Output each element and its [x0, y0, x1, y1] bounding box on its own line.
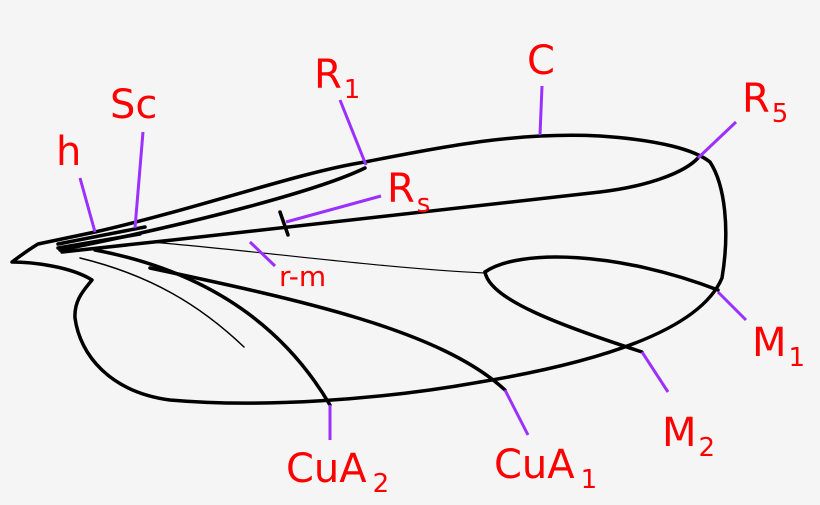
label-c: C — [527, 38, 555, 84]
vein-anal — [79, 257, 245, 348]
label-cua2-sub: 2 — [373, 469, 390, 499]
leader-cua1 — [503, 389, 530, 436]
label-rm: r-m — [279, 260, 326, 293]
wing-outline — [10, 133, 728, 405]
vein-cua2 — [93, 248, 332, 407]
crossvein-rs — [278, 210, 290, 237]
leader-h — [78, 177, 97, 233]
label-r5: R5 — [742, 76, 788, 129]
label-r5-sub: 5 — [772, 99, 789, 129]
vein-m2 — [483, 270, 644, 354]
label-cua1-sub: 1 — [581, 465, 598, 495]
vein-m1 — [483, 255, 720, 292]
leader-rm — [248, 240, 277, 268]
label-cua2-base: CuA — [286, 446, 367, 492]
vein-cua1 — [148, 266, 507, 392]
label-m1-base: M — [752, 320, 787, 366]
label-r1-base: R — [314, 52, 342, 98]
label-cua1-base: CuA — [494, 442, 575, 488]
label-r1: R1 — [314, 52, 360, 105]
label-rs: Rs — [387, 166, 430, 219]
leader-m1 — [716, 290, 748, 322]
label-sc: Sc — [110, 82, 157, 128]
vein-costa-base — [56, 225, 147, 246]
label-rs-sub: s — [417, 189, 431, 219]
vein-rm — [149, 241, 486, 274]
label-m2-base: M — [662, 410, 697, 456]
label-m1: M1 — [752, 320, 805, 373]
label-r5-base: R — [742, 76, 770, 122]
label-h: h — [56, 129, 81, 175]
vein-r1 — [58, 166, 367, 252]
label-m1-sub: 1 — [789, 343, 806, 373]
leader-r5 — [696, 120, 738, 160]
vein-rs — [60, 156, 700, 254]
leader-r1 — [338, 99, 368, 166]
label-m2: M2 — [662, 410, 715, 463]
leader-sc — [133, 131, 145, 229]
leader-m2 — [640, 351, 670, 393]
label-r1-sub: 1 — [344, 75, 361, 105]
label-m2-sub: 2 — [699, 433, 716, 463]
label-rs-base: R — [387, 166, 415, 212]
leader-rs — [285, 194, 382, 224]
leader-c — [538, 85, 544, 136]
